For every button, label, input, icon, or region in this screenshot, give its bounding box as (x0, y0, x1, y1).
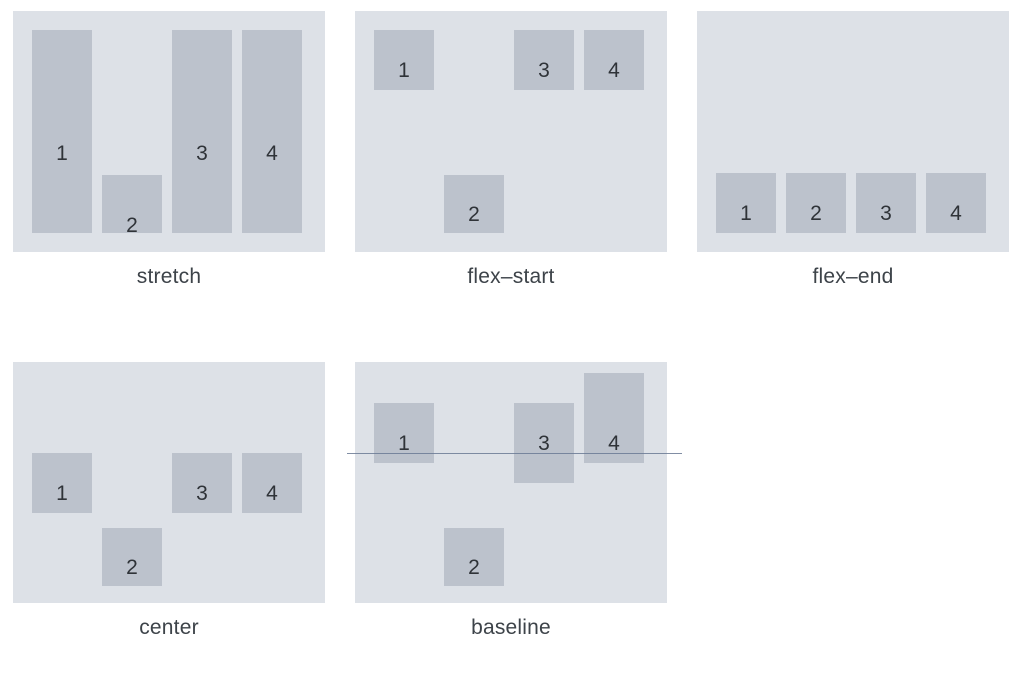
flex-item-label: 1 (740, 202, 752, 225)
figure-caption-stretch: stretch (136, 265, 202, 288)
figure-caption-center: center (139, 616, 199, 639)
flex-item-label: 2 (126, 556, 138, 579)
flex-item: 3 (514, 30, 574, 90)
flex-item-label: 1 (398, 59, 410, 82)
flex-item-label: 2 (126, 214, 138, 237)
flex-item-label: 2 (810, 202, 822, 225)
flex-item-label: 1 (56, 482, 68, 505)
flex-item: 1 (374, 30, 434, 90)
flex-item: 3 (172, 453, 232, 513)
flex-item: 2 (444, 528, 504, 586)
figure-caption-flex-start: flex–start (467, 265, 555, 288)
panel-stretch: 1 2 3 4 (13, 11, 325, 252)
flex-item-label: 4 (266, 142, 278, 165)
flex-item: 2 (102, 528, 162, 586)
figure-flex-start: 1 2 3 4 flex–start (355, 11, 667, 288)
figure-flex-end: 1 2 3 4 flex–end (697, 11, 1009, 288)
panel-flex-end: 1 2 3 4 (697, 11, 1009, 252)
flex-item: 1 (32, 453, 92, 513)
flex-item: 2 (786, 173, 846, 233)
flex-item: 1 (716, 173, 776, 233)
panel-baseline: 1 2 3 4 (347, 362, 682, 603)
flex-item: 3 (514, 403, 574, 483)
flex-item: 2 (102, 175, 162, 237)
flex-item: 4 (926, 173, 986, 233)
flex-item-label: 4 (266, 482, 278, 505)
figure-caption-flex-end: flex–end (812, 265, 894, 288)
flex-item-label: 4 (950, 202, 962, 225)
flex-item: 3 (172, 30, 232, 233)
baseline-rule (347, 453, 682, 454)
panel-flex-start: 1 2 3 4 (355, 11, 667, 252)
flex-item-label: 3 (538, 432, 550, 455)
flex-item-label: 3 (538, 59, 550, 82)
flex-item-label: 4 (608, 59, 620, 82)
flex-item-label: 1 (398, 432, 410, 455)
flex-item-label: 3 (880, 202, 892, 225)
flex-item: 4 (242, 453, 302, 513)
figure-center: 1 2 3 4 center (13, 362, 325, 639)
flex-item: 1 (32, 30, 92, 233)
figure-baseline: 1 2 3 4 baseline (347, 362, 682, 639)
flex-item: 4 (584, 373, 644, 463)
flex-item-label: 3 (196, 142, 208, 165)
flex-item-label: 2 (468, 203, 480, 226)
figure-caption-baseline: baseline (471, 616, 551, 639)
flex-item: 4 (242, 30, 302, 233)
flex-item-label: 3 (196, 482, 208, 505)
flex-item-label: 2 (468, 556, 480, 579)
flex-item: 3 (856, 173, 916, 233)
flex-item-label: 4 (608, 432, 620, 455)
flex-item-label: 1 (56, 142, 68, 165)
figure-stretch: 1 2 3 4 stretch (13, 11, 325, 288)
flex-item: 1 (374, 403, 434, 463)
flex-item: 4 (584, 30, 644, 90)
flex-item: 2 (444, 175, 504, 233)
panel-center: 1 2 3 4 (13, 362, 325, 603)
